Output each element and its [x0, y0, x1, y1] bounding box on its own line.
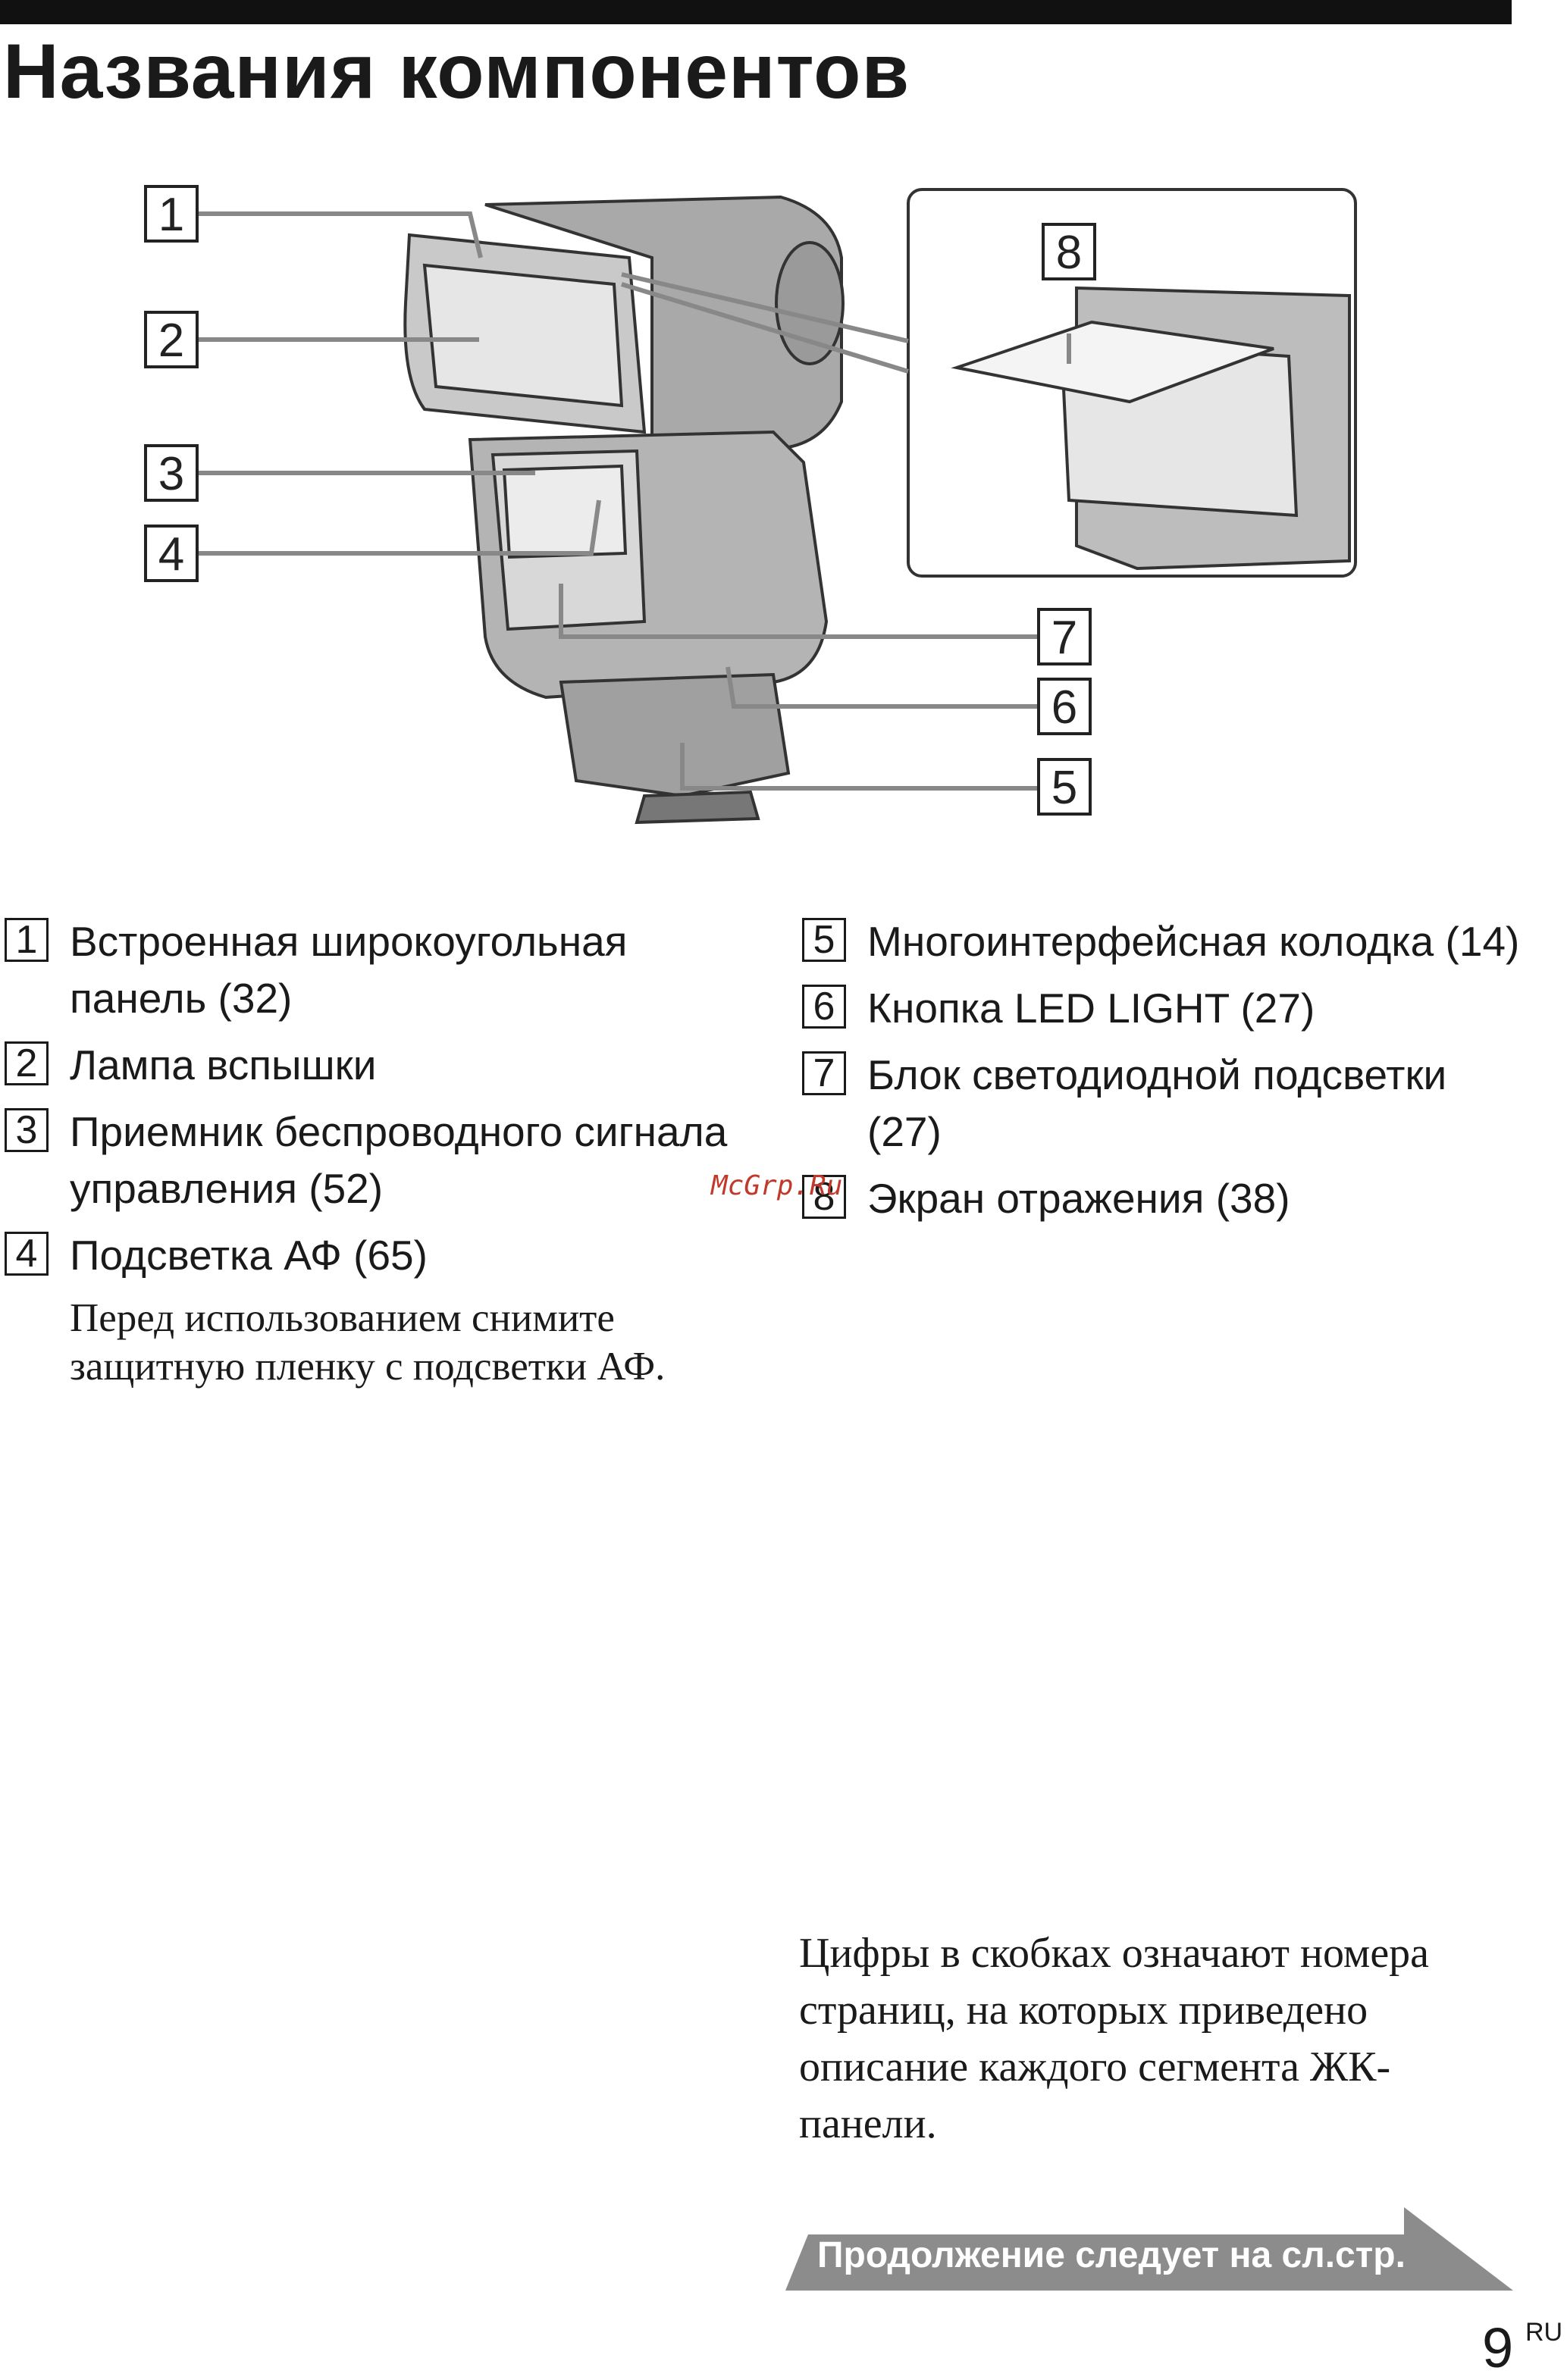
item-number: 4: [5, 1232, 49, 1276]
item-text: Экран отражения (38): [867, 1175, 1290, 1222]
callout-7: 7: [1051, 612, 1077, 664]
list-item: 8 Экран отражения (38): [802, 1170, 1530, 1227]
list-item: 4 Подсветка АФ (65): [5, 1227, 732, 1284]
item-text: Подсветка АФ (65): [70, 1232, 428, 1279]
callout-lines: [197, 211, 1071, 791]
callout-boxes: [144, 185, 1096, 816]
page-title: Названия компонентов: [3, 28, 910, 114]
callout-5: 5: [1051, 762, 1077, 814]
list-item: 2 Лампа вспышки: [5, 1037, 732, 1094]
continue-label: Продолжение следует на сл.стр.: [817, 2235, 1406, 2275]
component-list-right: 5 Многоинтерфейсная колодка (14) 6 Кнопк…: [802, 913, 1530, 1237]
flash-head-drawing: [403, 195, 845, 825]
callout-6: 6: [1051, 681, 1077, 734]
top-rule: [0, 0, 1512, 24]
af-note: Перед использованием снимите защитную пл…: [70, 1296, 666, 1389]
item-number: 5: [802, 918, 846, 962]
list-item: 5 Многоинтерфейсная колодка (14): [802, 913, 1530, 970]
item-text: Встроенная широкоугольная панель (32): [70, 918, 628, 1022]
callout-labels: 1 2 3 4 5 6 7 8: [158, 189, 1082, 814]
item-number: 6: [802, 985, 846, 1029]
callout-1: 1: [158, 189, 184, 241]
page-number: 9: [1482, 2316, 1514, 2379]
callout-8: 8: [1056, 227, 1082, 279]
item-text: Блок светодиодной подсветки (27): [867, 1051, 1447, 1155]
footnote: Цифры в скобках означают номера страниц,…: [799, 1930, 1430, 2147]
watermark: McGrp.Ru: [711, 1170, 843, 1201]
continue-banner: [785, 2207, 1513, 2291]
item-number: 8: [802, 1175, 846, 1219]
list-item: 3 Приемник беспроводного сигнала управле…: [5, 1104, 732, 1217]
item-text: Приемник беспроводного сигнала управлени…: [70, 1108, 728, 1212]
item-number: 3: [5, 1108, 49, 1152]
page-language: RU: [1525, 2318, 1563, 2347]
item-number: 2: [5, 1041, 49, 1085]
flash-diagram: 1 2 3 4 5 6 7 8: [144, 185, 1357, 825]
item-number: 1: [5, 918, 49, 962]
callout-4: 4: [158, 528, 184, 581]
callout-2: 2: [158, 315, 184, 367]
item-text: Кнопка LED LIGHT (27): [867, 985, 1315, 1032]
item-text: Лампа вспышки: [70, 1041, 377, 1088]
callout-3: 3: [158, 448, 184, 500]
item-number: 7: [802, 1051, 846, 1095]
inset-drawing: [907, 188, 1357, 578]
item-text: Многоинтерфейсная колодка (14): [867, 918, 1520, 965]
component-list-left: 1 Встроенная широкоугольная панель (32) …: [5, 913, 732, 1391]
list-item: 6 Кнопка LED LIGHT (27): [802, 980, 1530, 1037]
list-item: 1 Встроенная широкоугольная панель (32): [5, 913, 732, 1027]
list-item: 7 Блок светодиодной подсветки (27): [802, 1047, 1530, 1160]
